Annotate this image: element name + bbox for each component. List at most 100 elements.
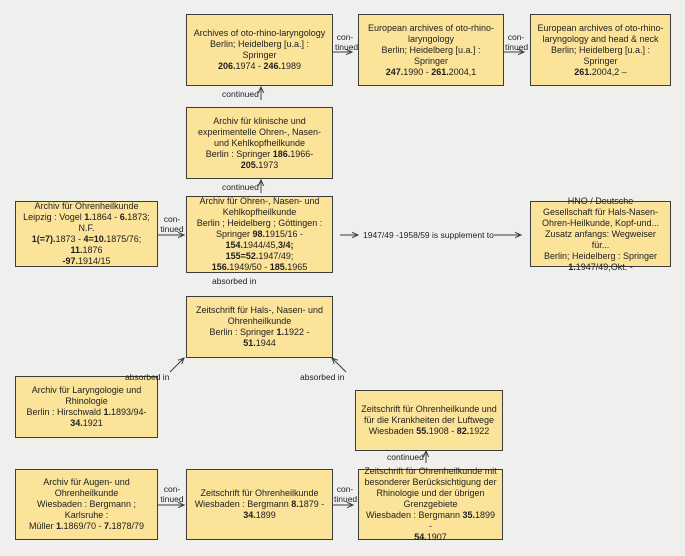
- node-publisher-volumes: Wiesbaden : Bergmann 8.1879 -: [192, 499, 327, 510]
- node-publisher: Wiesbaden : Bergmann: [194, 499, 292, 509]
- label-line: tinued: [160, 494, 184, 504]
- vol: 1(=7).: [31, 234, 56, 244]
- arrow-zluftwege-to-zhals: [332, 358, 347, 373]
- vol-start: 186.: [272, 148, 291, 159]
- vol-end: 34.: [243, 510, 256, 520]
- vol: 1.: [84, 212, 92, 222]
- node-note: Zusatz anfangs: Wegweiser für...: [545, 228, 656, 250]
- vol-start: 1.: [568, 261, 576, 272]
- vol: 11.: [70, 245, 83, 255]
- node-european-archives-oto-rhino-laryngology: European archives of oto-rhino-laryngolo…: [358, 14, 504, 86]
- year-end: 1907: [426, 532, 447, 542]
- node-title: Zeitschrift für Ohrenheilkunde: [200, 488, 319, 498]
- year: 1873 -: [55, 234, 84, 244]
- vol: 6.: [119, 212, 128, 222]
- year-start: 1908 -: [428, 426, 457, 436]
- year-start: 1947/49,Okt. -: [575, 261, 633, 272]
- vol: 3/4; 155=52.: [225, 240, 294, 261]
- vol-start: 206.: [217, 61, 236, 71]
- vol-start: 1.: [276, 327, 284, 337]
- year-start: 1899 -: [429, 510, 496, 531]
- node-title: Archiv für klinische und experimentelle …: [197, 115, 322, 148]
- year-start: 1922 -: [284, 327, 310, 337]
- year-start: 1879 -: [298, 499, 325, 509]
- year-end: 1922: [469, 426, 490, 436]
- vol-start: 35.: [462, 510, 476, 520]
- vol-end: 261.: [431, 66, 449, 77]
- node-european-archives-head-neck: European archives of oto-rhino-laryngolo…: [530, 14, 671, 86]
- label-continued-up: continued: [387, 452, 424, 462]
- label-supplement: 1947/49 -1958/59 is supplement to: [363, 230, 494, 240]
- node-title: European archives of oto-rhino-laryngolo…: [537, 22, 664, 44]
- node-publisher: Berlin; Heidelberg [u.a.] : Springer: [209, 39, 310, 60]
- node-zeitschrift-ohrenheilkunde-luftwege: Zeitschrift für Ohrenheilkunde und für d…: [355, 390, 503, 451]
- vol-start: 8.: [291, 499, 299, 509]
- node-line-5: 156.1949/50 - 185.1965: [192, 262, 327, 273]
- node-publisher-volumes: Berlin : Springer 186.1966-: [192, 149, 327, 160]
- node-archiv-ohrenheilkunde: Archiv für Ohrenheilkunde Leipzig : Voge…: [15, 201, 158, 267]
- label-line: tinued: [505, 42, 529, 52]
- node-title-2: Gesellschaft für Hals-Nasen-: [542, 206, 659, 217]
- node-line-2: Leipzig : Vogel 1.1864 - 6.1873; N.F.: [21, 212, 152, 234]
- year-start: 2004,2 –: [591, 66, 627, 77]
- label-line: con-: [336, 32, 354, 42]
- year: 1947/49;: [258, 251, 294, 261]
- node-publisher: Berlin : Springer: [209, 327, 277, 337]
- year: 1875/76;: [106, 234, 142, 244]
- vol-start: 55.: [416, 426, 429, 436]
- vol: 185.: [269, 262, 288, 272]
- node-publisher: Berlin; Heidelberg : Springer: [543, 250, 658, 261]
- year: 1864 -: [91, 212, 120, 222]
- node-publisher-volumes: Berlin : Springer 1.1922 - 51.1944: [192, 327, 327, 349]
- node-volumes: 206.1974 - 246.1989: [192, 61, 327, 72]
- label-line: con-: [507, 32, 525, 42]
- node-publisher: Berlin; Heidelberg [u.a.] : Springer: [550, 44, 651, 66]
- vol: -97.: [62, 256, 78, 266]
- node-line-4: 154.1944/45,3/4; 155=52.1947/49;: [192, 240, 327, 262]
- node-line-3: 1(=7).1873 - 4=10.1875/76; 11.1876: [21, 234, 152, 256]
- year-end: 2004,1: [448, 66, 477, 77]
- year: 1873; N.F.: [78, 212, 150, 233]
- vol-end: 7.: [104, 521, 112, 531]
- label-continued-up: continued: [222, 89, 259, 99]
- node-volumes-end: 34.1921: [21, 418, 152, 429]
- vol-end: 246.: [263, 61, 282, 71]
- node-volumes-end: 205.1973: [192, 160, 327, 171]
- arrow-laryngologie-to-zhals: [169, 358, 184, 373]
- year-start: 1990 -: [403, 66, 432, 77]
- year-start: 1974 -: [235, 61, 264, 71]
- node-publisher: Berlin ; Heidelberg ; Göttingen :: [196, 218, 323, 228]
- node-publisher: Wiesbaden: [368, 426, 417, 436]
- year: 1915/16 -: [265, 229, 304, 239]
- vol-start: 261.: [574, 66, 592, 77]
- node-title: European archives of oto-rhino-laryngolo…: [367, 22, 495, 44]
- label-continued: con- tinued: [334, 484, 357, 504]
- label-continued-up: continued: [222, 182, 259, 192]
- vol-end: 82.: [456, 426, 470, 436]
- label-continued: con- tinued: [159, 484, 185, 504]
- node-publisher-volumes: Wiesbaden : Bergmann 35.1899 -: [364, 510, 497, 532]
- label-line: tinued: [160, 224, 184, 234]
- node-publisher-2: Müller: [28, 521, 56, 531]
- node-volumes-end: 54.1907: [364, 532, 497, 543]
- vol: 4=10.: [83, 234, 107, 244]
- node-title: Archiv für Augen- und Ohrenheilkunde: [43, 477, 130, 498]
- year-end: 1878/79: [111, 521, 145, 531]
- label-absorbed-in: absorbed in: [212, 276, 257, 286]
- node-archiv-augen-ohrenheilkunde: Archiv für Augen- und Ohrenheilkunde Wie…: [15, 469, 158, 540]
- label-absorbed-in: absorbed in: [300, 372, 345, 382]
- year-end: 1989: [281, 61, 302, 71]
- node-publisher: Berlin : Hirschwald: [26, 407, 104, 417]
- label-continued: con- tinued: [335, 32, 358, 52]
- node-line-3: Springer 98.1915/16 -: [192, 229, 327, 240]
- node-zeitschrift-ohrenheilkunde: Zeitschrift für Ohrenheilkunde Wiesbaden…: [186, 469, 333, 540]
- node-title: Archiv für Laryngologie und Rhinologie: [31, 385, 142, 406]
- year-start: 1966-: [290, 148, 314, 159]
- node-volumes: 261.2004,2 –: [536, 67, 665, 78]
- year-start: 1893/94-: [111, 407, 147, 417]
- node-title: Archives of oto-rhino-laryngology: [193, 28, 326, 38]
- vol-end: 34.: [70, 418, 83, 428]
- node-publisher: Berlin; Heidelberg [u.a.] : Springer: [381, 44, 481, 66]
- label-continued: con- tinued: [505, 32, 529, 52]
